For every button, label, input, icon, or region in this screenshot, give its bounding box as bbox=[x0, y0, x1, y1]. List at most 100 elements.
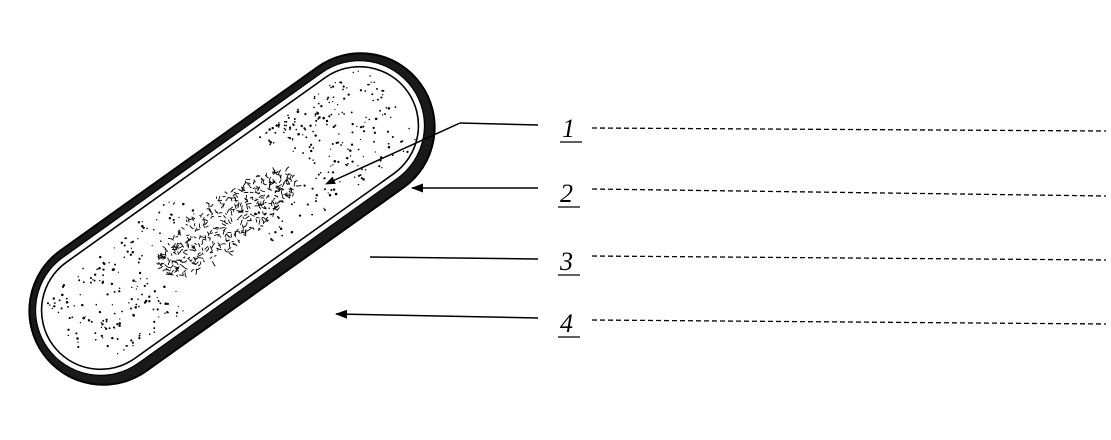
granule-dot bbox=[268, 128, 271, 131]
granule-dot bbox=[178, 217, 179, 218]
label-numbers: 1 2 3 4 bbox=[558, 114, 582, 338]
granule-dot bbox=[274, 132, 276, 134]
granule-dot bbox=[369, 75, 371, 77]
granule-dot bbox=[167, 303, 169, 305]
granule-dot bbox=[119, 322, 121, 324]
granule-dot bbox=[287, 114, 289, 116]
granule-dot bbox=[384, 113, 386, 115]
granule-dot bbox=[276, 124, 279, 127]
granule-dot bbox=[326, 124, 328, 126]
granule-dot bbox=[147, 283, 149, 285]
granule-dot bbox=[123, 256, 125, 258]
granule-dot bbox=[314, 97, 316, 99]
granule-dot bbox=[137, 298, 139, 300]
granule-dot bbox=[102, 320, 104, 322]
granule-dot bbox=[379, 110, 381, 112]
granule-dot bbox=[157, 308, 159, 310]
granule-dot bbox=[302, 134, 303, 135]
granule-dot bbox=[128, 302, 129, 303]
granule-dot bbox=[365, 117, 367, 119]
granule-dot bbox=[294, 121, 296, 123]
granule-dot bbox=[85, 316, 86, 317]
granule-dot bbox=[141, 231, 142, 232]
granule-dot bbox=[314, 162, 316, 164]
granule-dot bbox=[375, 118, 378, 121]
granule-dot bbox=[305, 136, 307, 138]
nucleoid-strand bbox=[231, 234, 232, 238]
granule-dot bbox=[158, 300, 160, 302]
granule-dot bbox=[259, 136, 261, 138]
granule-dot bbox=[141, 294, 143, 296]
granule-dot bbox=[357, 165, 358, 166]
granule-dot bbox=[363, 130, 365, 132]
granule-dot bbox=[291, 231, 294, 234]
granule-dot bbox=[317, 118, 319, 120]
granule-dot bbox=[153, 321, 155, 323]
granule-dot bbox=[394, 106, 396, 108]
granule-dot bbox=[365, 169, 366, 170]
granule-dot bbox=[349, 149, 352, 152]
granule-dot bbox=[138, 337, 140, 339]
granule-dot bbox=[80, 322, 81, 323]
granule-dot bbox=[117, 338, 119, 340]
granule-dot bbox=[285, 125, 287, 127]
granule-dot bbox=[315, 115, 317, 117]
granule-dot bbox=[280, 228, 283, 231]
granule-dot bbox=[388, 143, 390, 145]
granule-dot bbox=[132, 345, 133, 346]
granule-dot bbox=[167, 312, 168, 313]
granule-dot bbox=[284, 128, 286, 130]
granule-dot bbox=[343, 97, 345, 99]
granule-dot bbox=[106, 293, 108, 295]
granule-dot bbox=[88, 319, 90, 321]
granule-dot bbox=[273, 142, 275, 144]
granule-dot bbox=[351, 144, 353, 146]
granule-dot bbox=[119, 318, 120, 319]
granule-dot bbox=[153, 308, 155, 310]
granule-dot bbox=[82, 268, 84, 270]
granule-dot bbox=[83, 281, 85, 283]
granule-dot bbox=[338, 133, 339, 134]
granule-dot bbox=[342, 142, 343, 143]
granule-dot bbox=[364, 90, 366, 92]
granule-dot bbox=[132, 342, 134, 344]
granule-dot bbox=[340, 144, 342, 146]
granule-dot bbox=[329, 102, 331, 104]
granule-dot bbox=[341, 112, 343, 114]
granule-dot bbox=[102, 274, 104, 276]
label-1-number: 1 bbox=[562, 114, 575, 143]
granule-dot bbox=[158, 212, 160, 214]
granule-dot bbox=[163, 204, 165, 206]
granule-dot bbox=[112, 268, 115, 271]
granule-dot bbox=[158, 316, 159, 317]
granule-dot bbox=[94, 274, 96, 276]
granule-dot bbox=[383, 90, 385, 92]
label-4-number: 4 bbox=[560, 309, 573, 338]
granule-dot bbox=[337, 104, 338, 105]
granule-dot bbox=[348, 93, 350, 95]
granule-dot bbox=[146, 228, 148, 230]
granule-dot bbox=[307, 204, 309, 206]
granule-dot bbox=[390, 117, 391, 118]
granule-dot bbox=[130, 339, 132, 341]
granule-dot bbox=[330, 114, 332, 116]
granule-dot bbox=[310, 150, 312, 152]
granule-dot bbox=[283, 132, 285, 134]
granule-dot bbox=[406, 151, 408, 153]
granule-dot bbox=[269, 141, 272, 144]
granule-dot bbox=[53, 305, 55, 307]
granule-dot bbox=[369, 119, 370, 120]
plasma-membrane bbox=[18, 43, 441, 392]
granule-dot bbox=[351, 160, 353, 162]
granule-dot bbox=[164, 302, 167, 305]
granule-dot bbox=[111, 337, 113, 339]
granule-dot bbox=[134, 306, 137, 309]
granule-dot bbox=[121, 311, 123, 313]
granule-dot bbox=[105, 319, 107, 321]
granule-dot bbox=[374, 132, 376, 134]
granule-dot bbox=[47, 302, 49, 304]
granule-dot bbox=[363, 156, 364, 157]
granule-dot bbox=[329, 85, 330, 86]
granule-dot bbox=[90, 277, 92, 279]
